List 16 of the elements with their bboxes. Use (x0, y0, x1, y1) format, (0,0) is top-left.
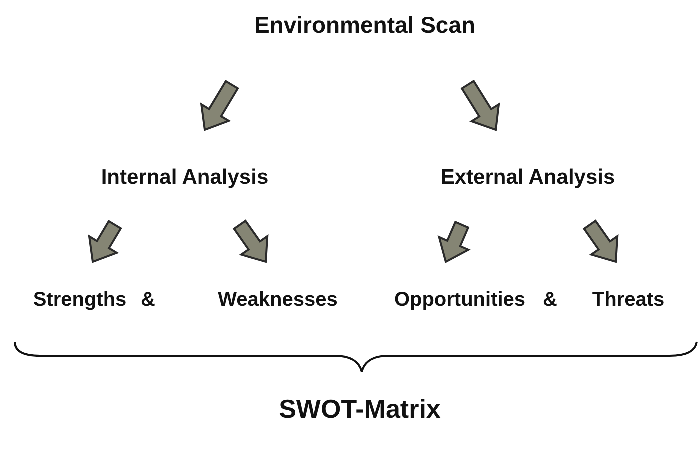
node-label: External Analysis (440, 164, 616, 190)
node-label: Weaknesses (218, 288, 338, 312)
block-arrow (200, 80, 240, 132)
node-label: Environmental Scan (254, 12, 476, 40)
ampersand-label: & (141, 288, 156, 312)
block-arrow (232, 220, 269, 264)
block-arrow (582, 220, 619, 264)
node-label: Threats (592, 288, 665, 312)
node-label: Internal Analysis (101, 164, 269, 190)
node-label: Strengths (33, 288, 127, 312)
node-label: Opportunities (394, 288, 526, 312)
node-label: SWOT-Matrix (279, 394, 441, 426)
ampersand-label: & (543, 288, 558, 312)
block-arrow (438, 220, 471, 264)
block-arrow (460, 80, 500, 132)
block-arrow (88, 220, 122, 264)
